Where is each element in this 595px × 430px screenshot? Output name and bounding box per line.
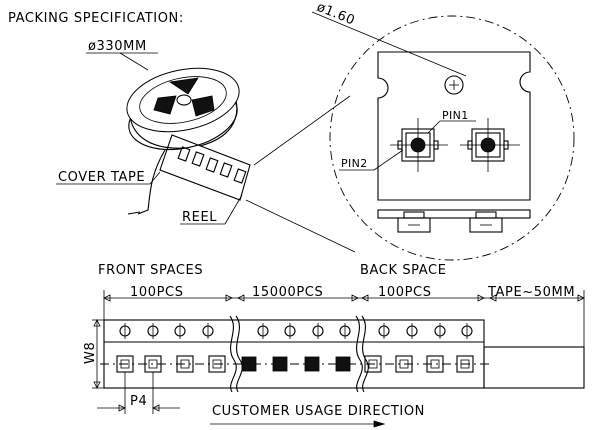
tape-piece (377, 51, 531, 201)
pin1-leader (427, 120, 441, 134)
direction-label: CUSTOMER USAGE DIRECTION (212, 404, 425, 419)
pin2-label: PIN2 (341, 157, 368, 170)
sprocket-hole (444, 75, 464, 95)
break-mark-2 (355, 315, 363, 393)
reel-wound-tape-right (199, 99, 238, 147)
break-mark-1 (229, 315, 237, 393)
empty-pockets-back (364, 355, 474, 373)
back-space-label: BACK SPACE (360, 263, 447, 278)
filled-pockets (241, 356, 351, 372)
hole-diameter-label: ø1.60 (315, 0, 358, 29)
reel-illustration: ø330MM COVER TAPE REEL (56, 39, 356, 253)
reel-diameter-label: ø330MM (88, 39, 147, 54)
cover-tape-end (127, 211, 141, 215)
leader-tape (483, 346, 585, 389)
pocket-right (460, 118, 520, 172)
pin2-leader (373, 149, 404, 171)
front-spaces-label: FRONT SPACES (98, 263, 203, 278)
detail-leader-bottom (245, 199, 356, 253)
middle-count-label: 15000PCS (252, 285, 323, 300)
reel-label: REEL (182, 210, 217, 225)
pitch-label: P4 (130, 394, 147, 409)
cover-tape-curl (137, 149, 166, 215)
pin1-label: PIN1 (442, 109, 469, 122)
tape-width-label: W8 (83, 342, 98, 364)
cover-tape-label: COVER TAPE (58, 170, 145, 185)
back-count-label: 100PCS (378, 285, 432, 300)
tape-layout: FRONT SPACES BACK SPACE 100PCS 15000PCS … (83, 263, 585, 428)
hole-leader (311, 11, 467, 77)
detail-view: ø1.60 PIN1 PIN2 (311, 0, 575, 261)
detail-leader-top (253, 95, 351, 166)
tape-side-view (377, 209, 531, 233)
tape-strip-pockets (177, 146, 247, 184)
reel-hub-window-top (168, 77, 199, 95)
diameter-leader (119, 52, 149, 71)
reel-hub-window-right (191, 95, 215, 117)
detail-circle (329, 15, 575, 261)
reel-inner-ring (139, 76, 227, 124)
sprocket-holes (119, 323, 473, 339)
pocket-left (390, 118, 448, 172)
front-count-label: 100PCS (130, 285, 184, 300)
carrier-tape-body (103, 319, 485, 389)
page-title: PACKING SPECIFICATION: (8, 11, 184, 26)
reel-leader (224, 194, 243, 225)
cover-tape-leader (149, 171, 161, 185)
reel-hub-center (176, 94, 192, 106)
tape-strip (159, 134, 251, 201)
tape-end-label: TAPE~50MM (487, 285, 575, 300)
reel-hub-window-left (153, 95, 177, 115)
